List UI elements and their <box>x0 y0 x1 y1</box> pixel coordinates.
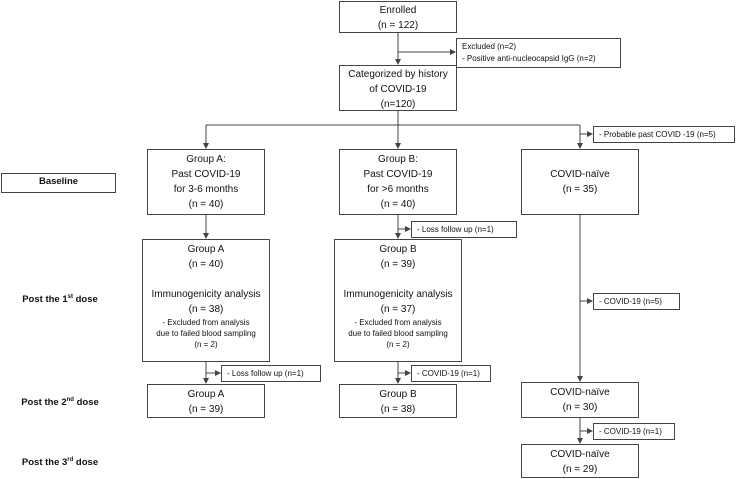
naive-dose3-count: (n = 29) <box>562 464 598 475</box>
group-a-excluded-count: (n = 2) <box>194 340 218 349</box>
naive-covid-dose1-text: - COVID-19 (n=5) <box>599 297 662 306</box>
loss-follow-up-a-box: - Loss follow up (n=1) <box>221 365 321 382</box>
group-b-excluded-count: (n = 2) <box>386 340 410 349</box>
group-b-excluded-reason: due to failed blood sampling <box>348 329 448 338</box>
naive-dose2-box: COVID-naïve (n = 30) <box>521 382 639 418</box>
categorized-line1: Categorized by history <box>348 69 448 80</box>
enrolled-count: (n = 122) <box>377 20 419 31</box>
categorized-count: (n=120) <box>380 99 416 110</box>
naive-covid-dose2-text: - COVID-19 (n=1) <box>599 427 662 436</box>
group-a-dose2-count: (n = 39) <box>188 404 224 415</box>
group-a-dose1-count: (n = 40) <box>188 259 224 270</box>
naive-baseline-title: COVID-naïve <box>550 169 610 180</box>
loss-follow-up-b-box: - Loss follow up (n=1) <box>411 221 517 238</box>
group-a-baseline-title: Group A: <box>186 154 226 165</box>
group-b-dose1-box: Group B (n = 39) Immunogenicity analysis… <box>334 239 462 362</box>
stage-post-dose1: Post the 1st dose <box>22 293 98 305</box>
group-b-dose2-count: (n = 38) <box>380 404 416 415</box>
group-a-analysis-label: Immunogenicity analysis <box>151 289 261 300</box>
group-b-covid-box: - COVID-19 (n=1) <box>411 365 491 382</box>
group-b-dose1-count: (n = 39) <box>380 259 416 270</box>
stage-baseline: Baseline <box>1 173 116 193</box>
group-b-analysis-count: (n = 37) <box>380 304 416 315</box>
group-b-dose2-box: Group B (n = 38) <box>339 384 457 418</box>
group-a-baseline-line2: Past COVID-19 <box>171 169 241 180</box>
naive-dose2-title: COVID-naïve <box>550 387 610 398</box>
loss-follow-up-b-text: - Loss follow up (n=1) <box>417 225 494 234</box>
group-a-baseline-line3: for 3-6 months <box>173 184 239 195</box>
categorized-box: Categorized by history of COVID-19 (n=12… <box>339 65 457 111</box>
naive-dose2-count: (n = 30) <box>562 402 598 413</box>
group-a-dose1-box: Group A (n = 40) Immunogenicity analysis… <box>142 239 270 362</box>
naive-covid-dose2-box: - COVID-19 (n=1) <box>593 423 675 440</box>
group-b-dose2-title: Group B <box>379 389 417 400</box>
group-b-excluded-label: - Excluded from analysis <box>354 318 442 327</box>
group-a-baseline-count: (n = 40) <box>188 199 224 210</box>
group-a-dose2-title: Group A <box>187 389 225 400</box>
group-a-excluded-reason: due to failed blood sampling <box>156 329 256 338</box>
stage-baseline-label: Baseline <box>38 176 79 187</box>
stage-post-dose2: Post the 2nd dose <box>21 396 99 408</box>
excluded-reason: - Positive anti-nucleocapsid IgG (n=2) <box>462 54 596 63</box>
excluded-box: Excluded (n=2) - Positive anti-nucleocap… <box>456 38 621 68</box>
probable-past-box: - Probable past COVID -19 (n=5) <box>593 126 735 143</box>
naive-covid-dose1-box: - COVID-19 (n=5) <box>593 293 680 310</box>
group-b-baseline-line3: for >6 months <box>367 184 429 195</box>
naive-baseline-box: COVID-naïve (n = 35) <box>521 149 639 215</box>
group-b-baseline-title: Group B: <box>377 154 419 165</box>
naive-dose3-title: COVID-naïve <box>550 449 610 460</box>
excluded-title: Excluded (n=2) <box>462 42 517 51</box>
enrolled-box: Enrolled (n = 122) <box>339 1 457 33</box>
group-b-baseline-line2: Past COVID-19 <box>363 169 433 180</box>
naive-baseline-count: (n = 35) <box>562 184 598 195</box>
group-b-analysis-label: Immunogenicity analysis <box>343 289 453 300</box>
group-a-baseline-box: Group A: Past COVID-19 for 3-6 months (n… <box>147 149 265 215</box>
group-a-excluded-label: - Excluded from analysis <box>162 318 250 327</box>
group-a-analysis-count: (n = 38) <box>188 304 224 315</box>
enrolled-title: Enrolled <box>379 5 417 16</box>
group-b-baseline-box: Group B: Past COVID-19 for >6 months (n … <box>339 149 457 215</box>
categorized-line2: of COVID-19 <box>369 84 427 95</box>
naive-dose3-box: COVID-naïve (n = 29) <box>521 444 639 478</box>
probable-past-text: - Probable past COVID -19 (n=5) <box>599 130 716 139</box>
loss-follow-up-a-text: - Loss follow up (n=1) <box>227 369 304 378</box>
group-a-dose1-title: Group A <box>187 244 225 255</box>
group-a-dose2-box: Group A (n = 39) <box>147 384 265 418</box>
group-b-covid-text: - COVID-19 (n=1) <box>417 369 480 378</box>
stage-post-dose3: Post the 3rd dose <box>21 456 99 468</box>
group-b-dose1-title: Group B <box>379 244 417 255</box>
group-b-baseline-count: (n = 40) <box>380 199 416 210</box>
